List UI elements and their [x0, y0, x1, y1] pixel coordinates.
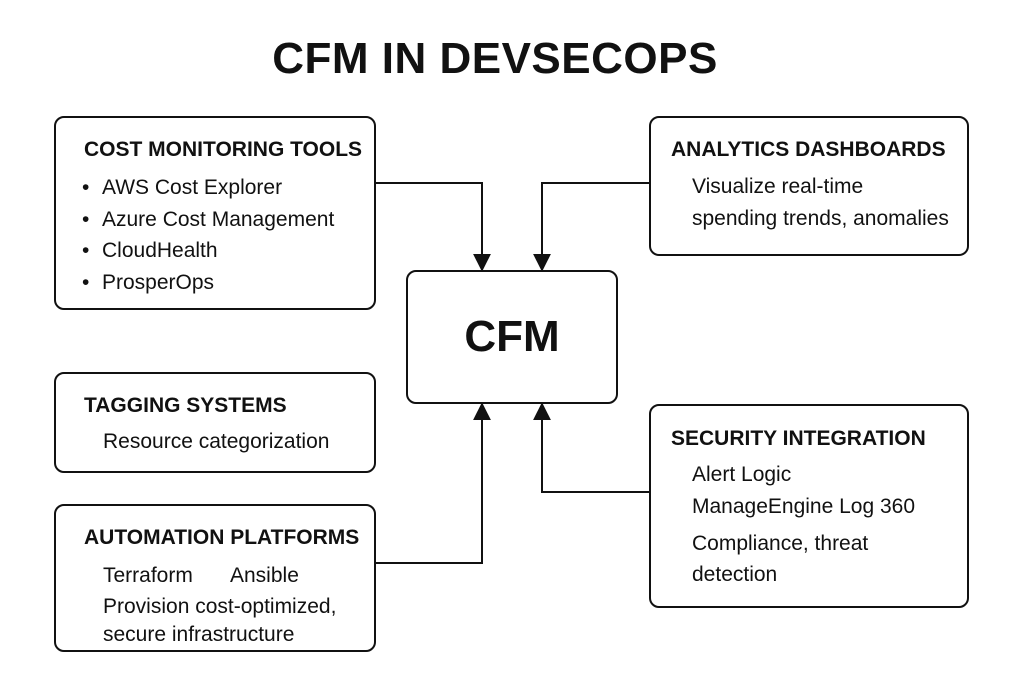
arrow-analytics-to-cfm [533, 182, 649, 272]
automation-title: AUTOMATION PLATFORMS [84, 526, 360, 549]
security-line-1: Alert Logic [692, 463, 792, 486]
cfm-center-label: CFM [464, 312, 560, 361]
security-line-2: ManageEngine Log 360 [692, 495, 916, 518]
tagging-title: TAGGING SYSTEMS [84, 394, 287, 417]
security-box: SECURITY INTEGRATION Alert Logic ManageE… [649, 404, 969, 608]
automation-box: AUTOMATION PLATFORMS Terraform Ansible P… [54, 504, 376, 652]
analytics-title: ANALYTICS DASHBOARDS [671, 138, 946, 161]
page-title: CFM IN DEVSECOPS [272, 34, 718, 83]
analytics-line-2: spending trends, anomalies [692, 207, 949, 230]
automation-tool-terraform: Terraform [103, 564, 193, 587]
list-item: •CloudHealth [82, 239, 218, 262]
cfm-center-box: CFM [406, 270, 618, 404]
arrow-cost-monitoring-to-cfm [376, 182, 491, 272]
tagging-box: TAGGING SYSTEMS Resource categorization [54, 372, 376, 473]
security-line-3: Compliance, threat [692, 532, 869, 555]
arrow-automation-to-cfm [376, 402, 491, 564]
cost-monitoring-title: COST MONITORING TOOLS [84, 138, 363, 161]
list-item: •ProsperOps [82, 270, 215, 294]
automation-tool-ansible: Ansible [230, 564, 299, 587]
cost-monitoring-list: •AWS Cost Explorer •Azure Cost Managemen… [82, 172, 334, 298]
analytics-box: ANALYTICS DASHBOARDS Visualize real-time… [649, 116, 969, 256]
automation-line-1: Provision cost-optimized, [103, 595, 337, 618]
list-item: •Azure Cost Management [82, 207, 335, 231]
automation-line-2: secure infrastructure [103, 623, 295, 646]
analytics-line-1: Visualize real-time [692, 175, 864, 198]
list-item: •AWS Cost Explorer [82, 176, 283, 199]
security-title: SECURITY INTEGRATION [671, 427, 926, 450]
tagging-line-1: Resource categorization [103, 430, 330, 453]
security-line-4: detection [692, 563, 778, 586]
arrow-security-to-cfm [533, 402, 649, 493]
cost-monitoring-box: COST MONITORING TOOLS •AWS Cost Explorer… [54, 116, 376, 310]
